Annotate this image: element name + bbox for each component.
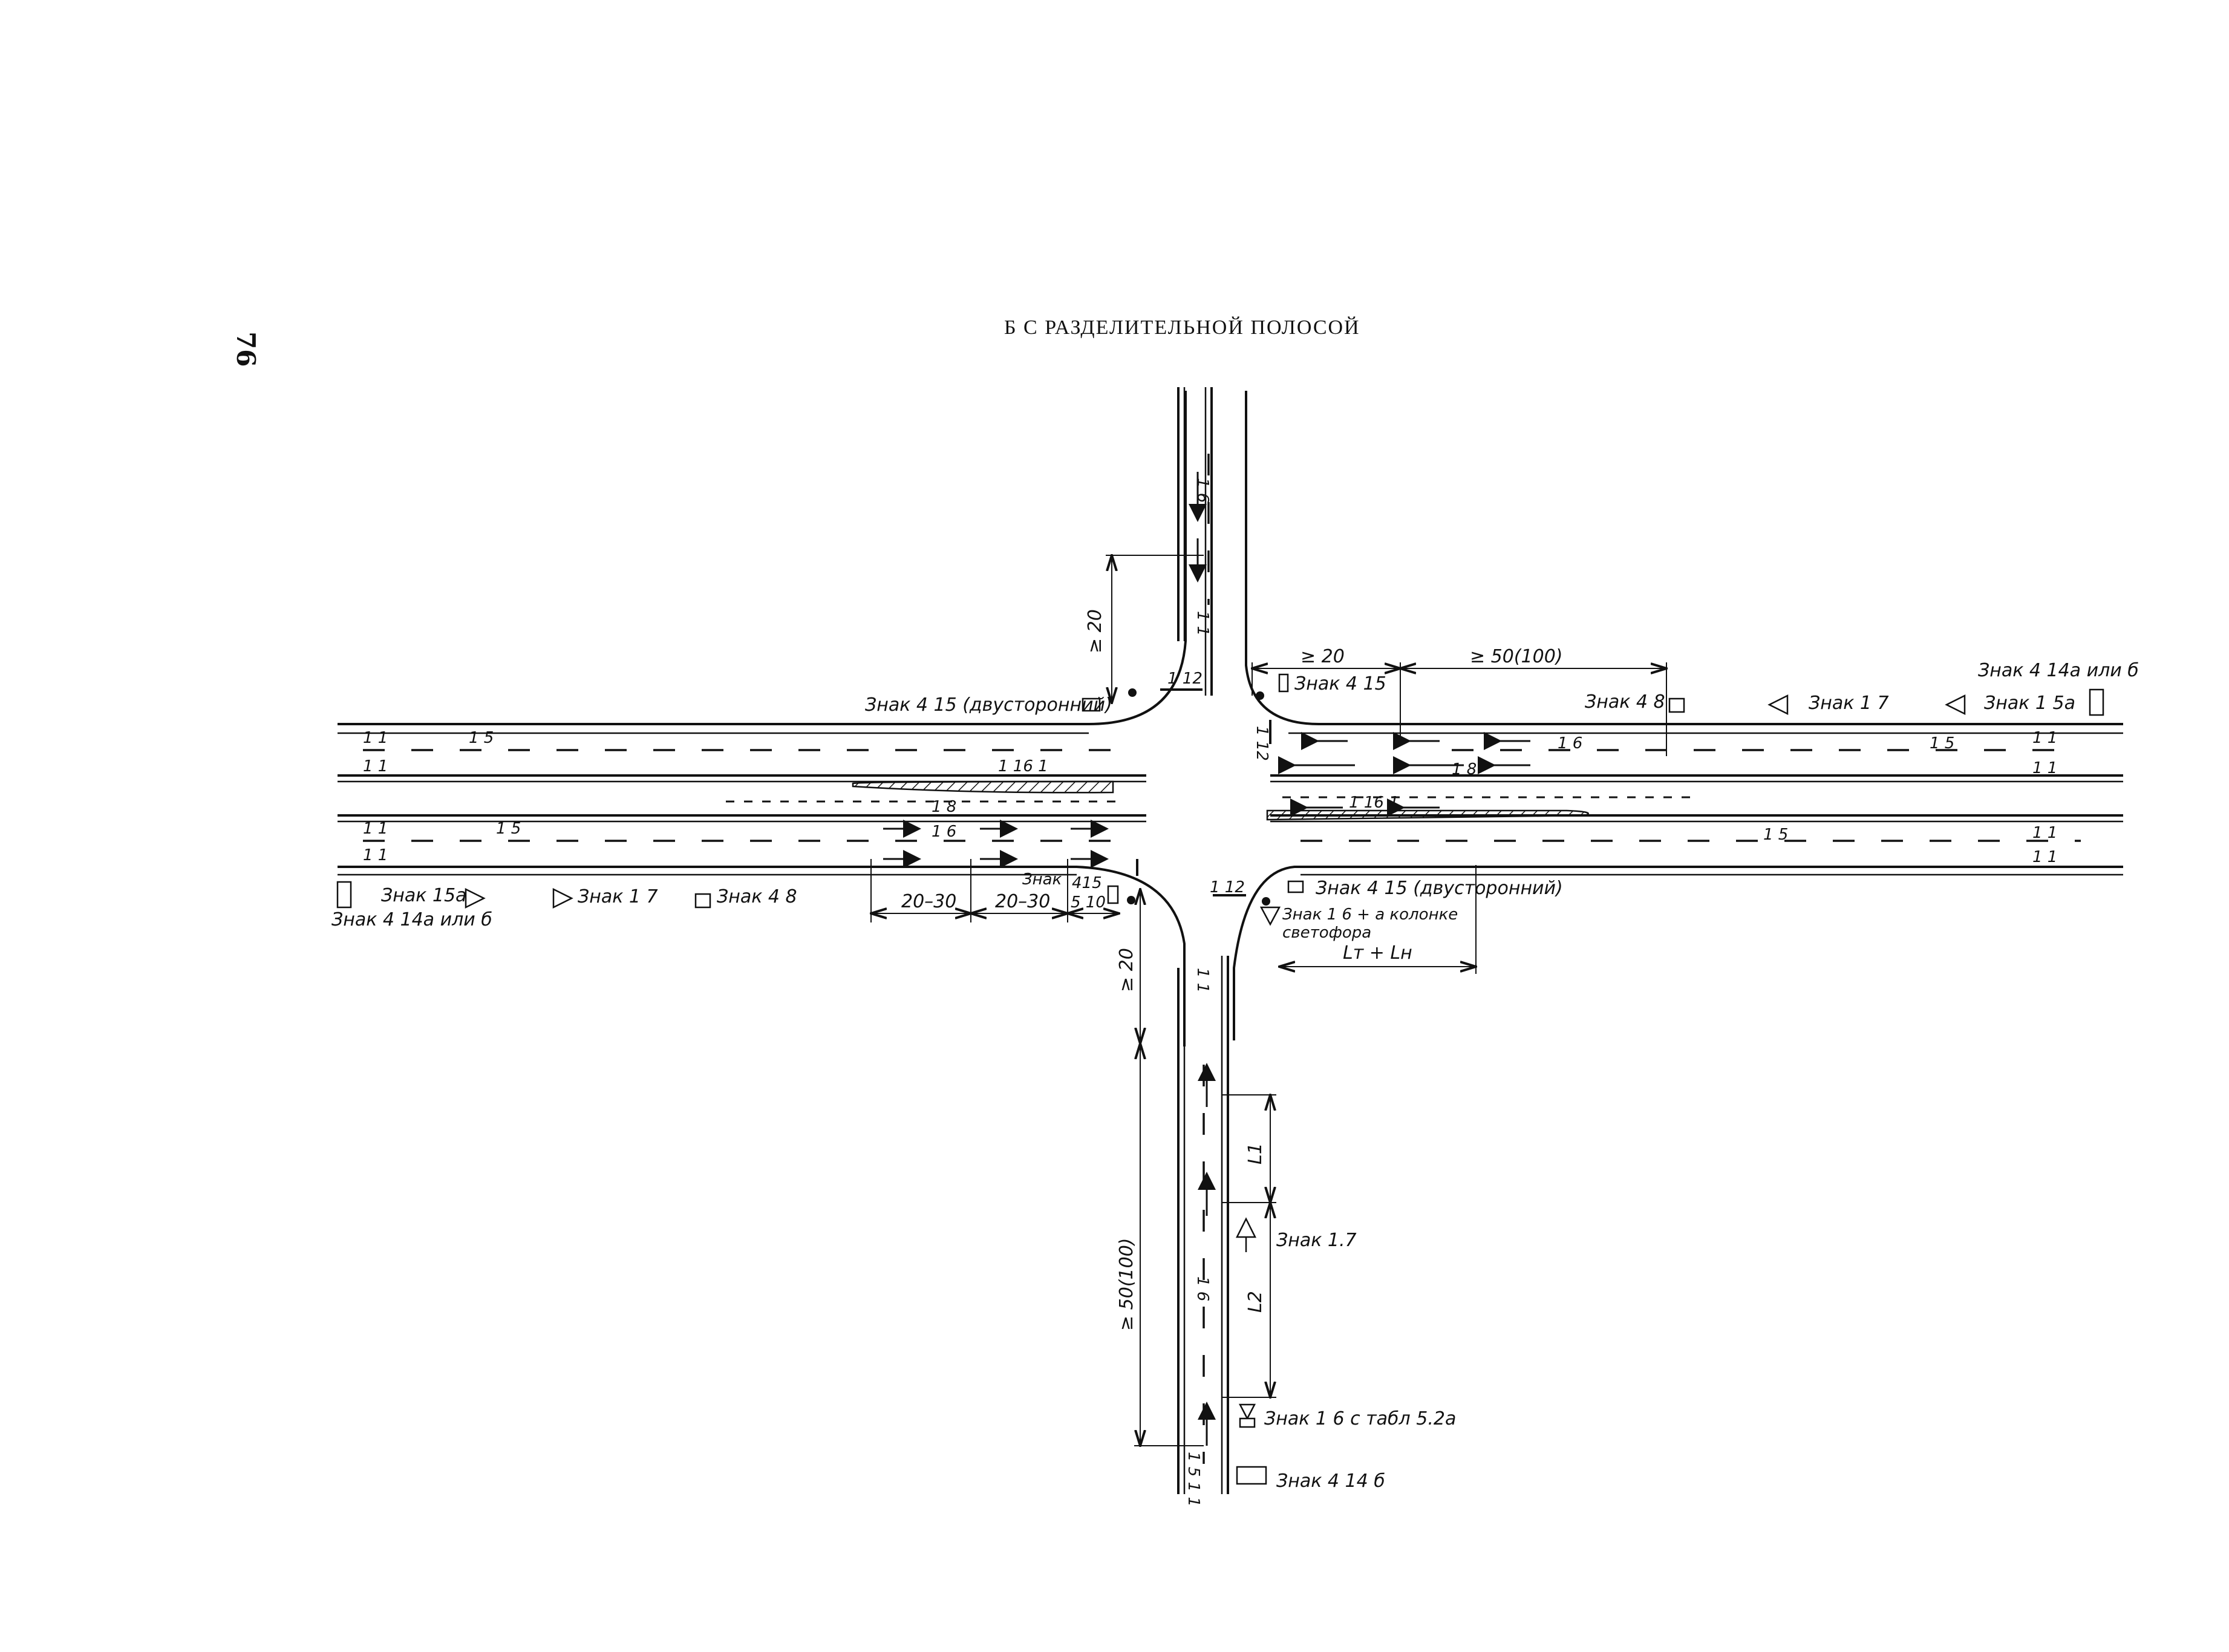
marking-11-e: 1 1 bbox=[2032, 729, 2057, 747]
dim-l1: L1 bbox=[1245, 1143, 1266, 1164]
dim-l2: L2 bbox=[1245, 1291, 1266, 1313]
marking-11-g: 1 1 bbox=[2032, 824, 2057, 842]
page-title: Б С РАЗДЕЛИТЕЛЬНОЙ ПОЛОСОЙ bbox=[1004, 316, 1360, 339]
median-island-left bbox=[852, 780, 1114, 794]
label-sign-414-left: Знак 4 14а или б bbox=[331, 909, 492, 930]
label-sign-415-bottom-left-a: Знак bbox=[1022, 870, 1062, 889]
page-number: 76 bbox=[231, 331, 261, 367]
label-sign-15a-right: Знак 1 5а bbox=[1984, 693, 2075, 714]
sign-17-right-icon bbox=[1767, 694, 1789, 716]
marking-18-right: 1 8 bbox=[1452, 760, 1477, 779]
median-island-right bbox=[1266, 809, 1589, 821]
label-sign-16-traffic-light-a: Знак 1 6 + а колонке bbox=[1282, 906, 1458, 924]
sign-15a-left-icon bbox=[465, 887, 486, 909]
sign-415-bottom-right-icon bbox=[1287, 880, 1304, 893]
marking-11-f: 1 1 bbox=[2032, 759, 2057, 777]
dim-5-10: 5 10 bbox=[1071, 893, 1106, 912]
sign-48-left-icon bbox=[694, 893, 711, 909]
sign-415-bottom-left-icon bbox=[1107, 885, 1119, 904]
marking-16-left: 1 6 bbox=[932, 823, 956, 841]
label-sign-48-right: Знак 4 8 bbox=[1585, 691, 1665, 713]
marking-11-d: 1 1 bbox=[363, 846, 388, 864]
marking-11-top: 1 1 bbox=[1193, 611, 1212, 636]
sign-414-left-icon bbox=[336, 881, 352, 909]
dim-ge50-right: ≥ 50(100) bbox=[1470, 646, 1563, 667]
dim-ge20-right: ≥ 20 bbox=[1301, 646, 1345, 667]
dim-20-30-b: 20–30 bbox=[995, 891, 1050, 912]
sign-414b-icon bbox=[1236, 1466, 1267, 1485]
dim-ge20-bottom: ≥ 20 bbox=[1116, 948, 1137, 992]
marking-11-h: 1 1 bbox=[2032, 848, 2057, 866]
sign-16-traffic-light-icon bbox=[1259, 906, 1281, 926]
signal-pole-bottom-right-icon bbox=[1262, 897, 1270, 906]
marking-15-b: 1 5 bbox=[496, 820, 521, 838]
label-sign-414-right: Знак 4 14а или б bbox=[1978, 660, 2139, 681]
dim-ge20-top: ≥ 20 bbox=[1085, 609, 1106, 653]
road-signs: Знак 4 15 (двусторонний) Знак 4 15 Знак … bbox=[331, 660, 2139, 1492]
label-sign-415-bottom-left-b: 415 bbox=[1072, 874, 1102, 892]
sign-16-plate-icon bbox=[1238, 1403, 1256, 1420]
marking-1161-right: 1 16 1 bbox=[1349, 794, 1399, 812]
marking-11-a: 1 1 bbox=[363, 729, 388, 747]
dimension-lines: ≥ 20 ≥ 20 ≥ 50(100) 20–30 20–30 5 10 Lт … bbox=[871, 555, 1666, 1446]
label-sign-415-top-right: Знак 4 15 bbox=[1294, 673, 1386, 694]
marking-labels: 1 1 1 1 1 5 1 1 1 5 1 1 1 16 1 1 8 1 6 1… bbox=[363, 478, 2057, 1507]
label-sign-48-left: Знак 4 8 bbox=[717, 886, 797, 907]
sign-15a-right-icon bbox=[1945, 694, 1966, 716]
dim-20-30-a: 20–30 bbox=[901, 891, 956, 912]
sign-17-left-icon bbox=[552, 887, 573, 909]
label-sign-17-bottom: Знак 1.7 bbox=[1276, 1230, 1357, 1251]
main-road bbox=[338, 391, 2123, 1046]
marking-16-right: 1 6 bbox=[1558, 734, 1582, 753]
marking-15-d: 1 5 bbox=[1763, 826, 1788, 844]
sign-17-bottom-icon bbox=[1235, 1217, 1257, 1238]
marking-112-bottom: 1 12 bbox=[1210, 878, 1245, 896]
marking-11-bottom: 1 1 bbox=[1193, 968, 1212, 993]
label-sign-17-right: Знак 1 7 bbox=[1809, 693, 1889, 714]
marking-16-bottom: 1 6 bbox=[1193, 1276, 1212, 1301]
sign-414-right-icon bbox=[2089, 688, 2104, 716]
secondary-road bbox=[1136, 387, 1271, 1494]
signal-pole-bottom-left-icon bbox=[1127, 896, 1135, 904]
label-sign-415-two-sided-top: Знак 4 15 (двусторонний) bbox=[865, 694, 1112, 716]
dim-lt-ln: Lт + Lн bbox=[1343, 942, 1412, 964]
label-sign-16-traffic-light-b: светофора bbox=[1282, 924, 1371, 942]
label-sign-17-left: Знак 1 7 bbox=[578, 886, 658, 907]
label-sign-16-plate: Знак 1 6 с табл 5.2а bbox=[1264, 1408, 1456, 1429]
lane-arrows bbox=[883, 472, 1530, 1446]
label-sign-414b: Знак 4 14 б bbox=[1276, 1471, 1385, 1492]
marking-112-right: 1 12 bbox=[1253, 726, 1271, 761]
signal-pole-right-icon bbox=[1256, 691, 1264, 700]
marking-1161-left: 1 16 1 bbox=[998, 757, 1048, 775]
label-sign-415-two-sided-bottom: Знак 4 15 (двусторонний) bbox=[1316, 878, 1563, 899]
sign-48-right-icon bbox=[1668, 697, 1685, 713]
sign-415-right-icon bbox=[1278, 673, 1289, 693]
marking-112-top: 1 12 bbox=[1167, 670, 1203, 688]
marking-18-left: 1 8 bbox=[932, 798, 956, 816]
marking-16-top: 1 6 bbox=[1193, 478, 1212, 503]
marking-1151-bottom: 1 5 1 1 bbox=[1184, 1452, 1203, 1507]
marking-15-c: 1 5 bbox=[1930, 734, 1954, 753]
label-sign-15a-left: Знак 15а bbox=[381, 885, 466, 906]
dim-ge50-bottom: ≥ 50(100) bbox=[1116, 1238, 1137, 1331]
plate-52a-icon bbox=[1239, 1417, 1256, 1428]
signal-pole-top-icon bbox=[1128, 688, 1137, 697]
sign-415-top-icon bbox=[1082, 697, 1101, 712]
marking-15-a: 1 5 bbox=[469, 729, 494, 747]
marking-11-b: 1 1 bbox=[363, 757, 388, 775]
marking-11-c: 1 1 bbox=[363, 820, 388, 838]
